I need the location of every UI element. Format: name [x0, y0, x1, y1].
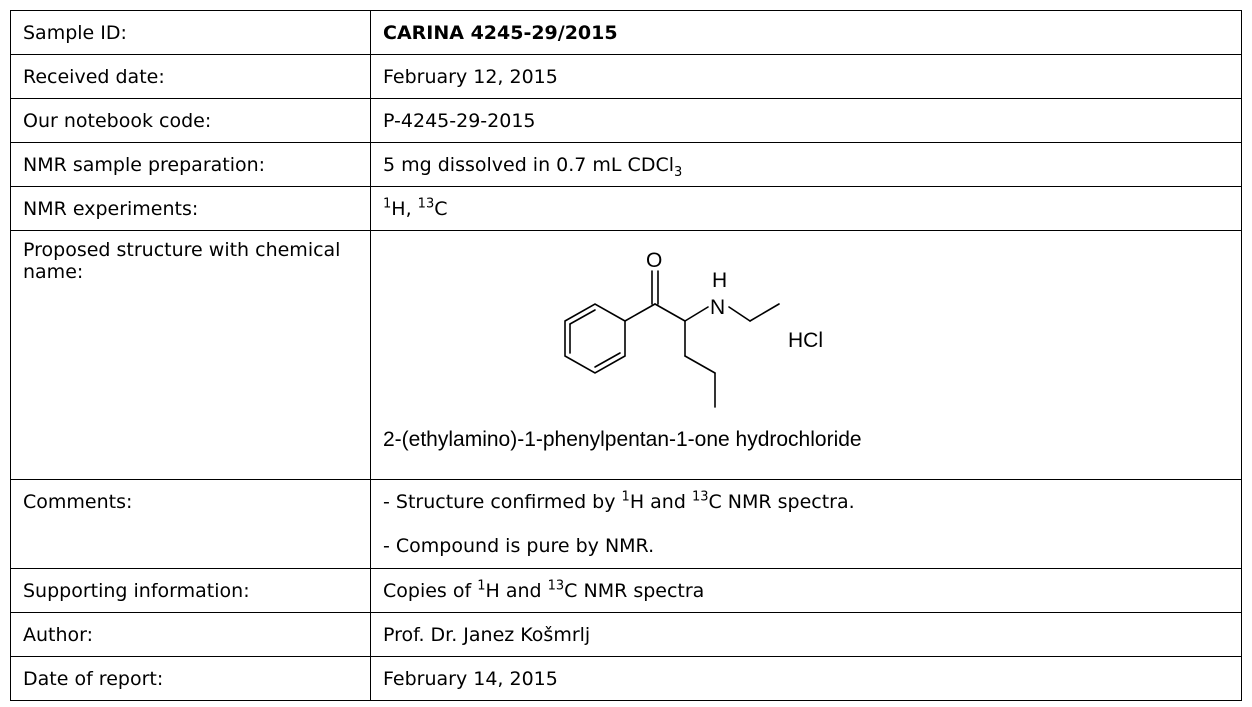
row-supporting-info: Supporting information: Copies of 1H and… — [10, 568, 1242, 613]
comment1-sup1: 1 — [621, 489, 630, 505]
structure-wrap: O H N HCl 2-(ethylamino)-1-phenylpentan-… — [383, 235, 1229, 475]
iso1-mass: 1 — [383, 196, 392, 212]
iso2-symbol: C — [434, 197, 448, 220]
received-date-value: February 12, 2015 — [370, 54, 1242, 99]
comment1-sup2: 13 — [691, 489, 709, 505]
nmr-experiments-value: 1H, 13C — [370, 186, 1242, 231]
comment1-mid: H and — [629, 491, 692, 513]
row-author: Author: Prof. Dr. Janez Košmrlj — [10, 612, 1242, 657]
iso1-symbol: H — [391, 197, 406, 220]
molecule-structure: O H N HCl — [564, 249, 823, 408]
row-sample-id: Sample ID: CARINA 4245-29/2015 — [10, 10, 1242, 55]
supporting-sup1: 1 — [477, 578, 486, 594]
sample-id-value: CARINA 4245-29/2015 — [370, 10, 1242, 55]
structure-label: Proposed structure with chemical name: — [10, 230, 371, 480]
bond-ethyl — [749, 303, 780, 322]
comment1-post: C NMR spectra. — [708, 491, 855, 513]
atom-n: N — [710, 296, 725, 319]
notebook-code-label: Our notebook code: — [10, 98, 371, 143]
atom-o: O — [646, 249, 662, 272]
bond-ring-carbonyl — [624, 303, 656, 322]
nmr-prep-subscript: 3 — [674, 164, 683, 180]
benzene-ring — [564, 303, 626, 374]
nmr-experiments-label: NMR experiments: — [10, 186, 371, 231]
comment1-pre: - Structure confirmed by — [383, 491, 622, 513]
report-table: Sample ID: CARINA 4245-29/2015 Received … — [10, 10, 1242, 701]
comments-value: - Structure confirmed by 1H and 13C NMR … — [370, 479, 1242, 569]
author-label: Author: — [10, 612, 371, 657]
row-structure: Proposed structure with chemical name: — [10, 230, 1242, 480]
comments-label: Comments: — [10, 479, 371, 569]
received-date-label: Received date: — [10, 54, 371, 99]
report-date-label: Date of report: — [10, 656, 371, 701]
row-received-date: Received date: February 12, 2015 — [10, 54, 1242, 99]
row-comments: Comments: - Structure confirmed by 1H an… — [10, 479, 1242, 569]
supporting-info-label: Supporting information: — [10, 568, 371, 613]
notebook-code-value: P-4245-29-2015 — [370, 98, 1242, 143]
supporting-sup2: 13 — [547, 578, 565, 594]
nmr-prep-value: 5 mg dissolved in 0.7 mL CDCl3 — [370, 142, 1242, 187]
row-notebook-code: Our notebook code: P-4245-29-2015 — [10, 98, 1242, 143]
ring-double-bond-1 — [569, 309, 596, 325]
iso-separator: , — [405, 197, 418, 220]
iso2-mass: 13 — [417, 196, 435, 212]
nmr-prep-label: NMR sample preparation: — [10, 142, 371, 187]
bond-alpha-n — [684, 306, 709, 322]
bond-carbonyl-alpha — [654, 303, 686, 322]
nmr-prep-text: 5 mg dissolved in 0.7 mL CDCl — [383, 153, 675, 176]
author-value: Prof. Dr. Janez Košmrlj — [370, 612, 1242, 657]
chemical-name: 2-(ethylamino)-1-phenylpentan-1-one hydr… — [383, 428, 862, 451]
supporting-mid: H and — [485, 579, 548, 602]
salt-hcl: HCl — [788, 329, 823, 352]
row-nmr-prep: NMR sample preparation: 5 mg dissolved i… — [10, 142, 1242, 187]
row-report-date: Date of report: February 14, 2015 — [10, 656, 1242, 701]
supporting-pre: Copies of — [383, 579, 478, 602]
supporting-info-value: Copies of 1H and 13C NMR spectra — [370, 568, 1242, 613]
bond-n-ethyl — [728, 306, 751, 322]
sample-id-label: Sample ID: — [10, 10, 371, 55]
report-date-value: February 14, 2015 — [370, 656, 1242, 701]
ring-double-bond-2 — [594, 352, 621, 368]
row-nmr-experiments: NMR experiments: 1H, 13C — [10, 186, 1242, 231]
comment-line-2: - Compound is pure by NMR. — [383, 535, 655, 557]
structure-cell: O H N HCl 2-(ethylamino)-1-phenylpentan-… — [370, 230, 1242, 480]
supporting-post: C NMR spectra — [564, 579, 705, 602]
atom-h: H — [712, 269, 727, 292]
bond-propyl-2 — [684, 355, 716, 374]
comment-line-1: - Structure confirmed by 1H and 13C NMR … — [383, 480, 1229, 524]
